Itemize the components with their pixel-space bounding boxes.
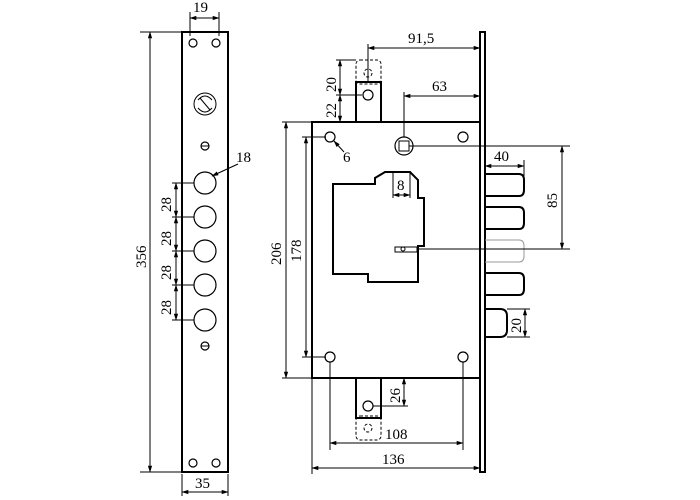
top-tab: [355, 81, 382, 122]
mount-hole-bottom-left: [324, 351, 336, 363]
bolt-4: [485, 272, 525, 296]
dim-body-height: 206: [269, 242, 285, 265]
bolt-hole-4: [193, 273, 217, 297]
dim-bottom-offset: 26: [388, 388, 404, 404]
bottom-tab: [355, 378, 382, 419]
dim-mount-height: 178: [289, 240, 305, 263]
bolt-1: [485, 173, 525, 197]
dim-bolt-hole-diameter: 18: [236, 150, 251, 166]
dim-top-width: 19: [193, 0, 208, 16]
key-mechanism: [332, 171, 425, 283]
faceplate-top-hole-right: [211, 38, 221, 48]
dim-mount-width: 108: [385, 427, 408, 443]
dim-bolt-span: 85: [545, 193, 561, 208]
dim-bottom-width: 35: [195, 476, 210, 492]
dim-screw-hole: 6: [343, 150, 351, 166]
bottom-tab-extended: [355, 415, 382, 441]
faceplate-bottom-hole-right: [211, 458, 221, 468]
brand-logo-icon: [193, 92, 217, 116]
bolt-3: [485, 239, 525, 263]
lock-case: [311, 121, 481, 379]
dim-bolt-spacing-1: 28: [159, 197, 175, 212]
dim-latch-height: 20: [509, 318, 525, 333]
bolt-hole-5: [193, 308, 217, 332]
dim-key-slot: 8: [397, 178, 405, 194]
dim-bolt-spacing-2: 28: [159, 231, 175, 246]
dim-backset-top: 91,5: [408, 31, 434, 47]
dim-bolt-spacing-3: 28: [159, 265, 175, 280]
bottom-tab-hole: [362, 400, 374, 412]
mount-hole-top-right: [457, 131, 469, 143]
bolt-hole-2: [193, 205, 217, 229]
top-tab-extended: [355, 59, 382, 85]
faceplate: 19 356 35 18 28 28 28 28: [134, 0, 251, 496]
bottom-tab-extended-hole: [363, 423, 373, 433]
faceplate-top-hole-left: [188, 38, 198, 48]
dim-top-offset-b: 20: [324, 77, 340, 92]
dim-backset: 63: [432, 79, 447, 95]
faceplate-outline: [181, 31, 229, 473]
dim-top-offset-a: 22: [324, 103, 340, 118]
dim-total-height: 356: [134, 245, 150, 268]
latch: [485, 308, 508, 338]
dim-bolt-length: 40: [494, 149, 509, 165]
bolt-2: [485, 206, 525, 230]
faceplate-bottom-hole-left: [188, 458, 198, 468]
key-slot-pin: [400, 246, 406, 252]
lock-body: 91,5 63 20 22 6 206 178 8: [269, 31, 570, 474]
top-tab-hole: [362, 89, 374, 101]
dim-bolt-spacing-4: 28: [159, 300, 175, 315]
mount-hole-top-left: [324, 131, 336, 143]
key-slot-bar: [394, 246, 418, 253]
dim-body-width: 136: [382, 452, 405, 468]
mount-hole-bottom-right: [457, 351, 469, 363]
bolt-hole-3: [193, 239, 217, 263]
